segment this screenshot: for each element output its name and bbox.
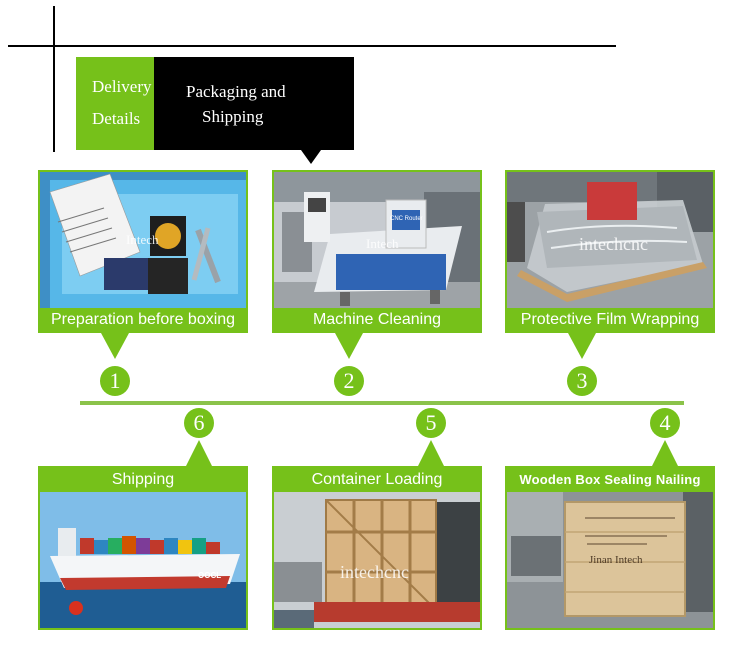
step-3-caption: Protective Film Wrapping [507,308,713,331]
film-wrapping-photo [507,172,713,308]
step-2-sign: CNC Router [390,216,423,222]
step-1-watermark: Intech [126,232,159,247]
step-2-pointer [335,333,363,359]
step-card-wooden-box: Wooden Box Sealing Nailing Jinan Intech [505,466,715,630]
step-3-watermark: intechcnc [579,234,648,254]
tab-packaging-shipping[interactable]: Packaging and Shipping [154,57,354,150]
step-card-shipping: Shipping OOCL [38,466,248,630]
left-vertical-line [53,6,55,152]
step-4-pointer [651,440,679,468]
step-3-pointer [568,333,596,359]
step-6-caption: Shipping [40,468,246,492]
step-card-cleaning: Intech CNC Router Machine Cleaning [272,170,482,333]
step-5-pointer [417,440,445,468]
step-1-caption: Preparation before boxing [40,308,246,331]
tab-delivery-label-2: Details [92,109,141,128]
tab-delivery-label-1: Delivery [92,77,152,96]
cleaning-photo [274,172,480,308]
container-loading-photo [274,492,480,628]
step-2-caption: Machine Cleaning [274,308,480,331]
timeline-line [80,401,684,405]
step-1-number-badge: 1 [100,366,130,396]
step-4-number-badge: 4 [650,408,680,438]
step-4-crate-text: Jinan Intech [589,554,643,566]
step-card-container-loading: Container Loading intechcnc [272,466,482,630]
wooden-box-photo [507,492,713,628]
step-5-caption: Container Loading [274,468,480,492]
top-divider-line [8,45,616,47]
step-5-number-badge: 5 [416,408,446,438]
tab-packaging-label-1: Packaging and [186,82,286,101]
tab-delivery-details[interactable]: Delivery Details [76,57,154,150]
preparation-photo [40,172,246,308]
step-card-film-wrapping: intechcnc Protective Film Wrapping [505,170,715,333]
step-5-watermark: intechcnc [340,562,409,582]
shipping-photo [40,492,246,628]
tab-packaging-label-2: Shipping [202,107,264,126]
step-2-number-badge: 2 [334,366,364,396]
step-6-ship-brand: OOCL [198,571,222,580]
step-6-pointer [185,440,213,468]
step-1-pointer [101,333,129,359]
step-card-preparation: Intech Preparation before boxing [38,170,248,333]
step-6-number-badge: 6 [184,408,214,438]
step-2-watermark: Intech [366,236,399,251]
active-tab-pointer [301,150,321,164]
step-4-caption: Wooden Box Sealing Nailing [507,468,713,492]
step-3-number-badge: 3 [567,366,597,396]
